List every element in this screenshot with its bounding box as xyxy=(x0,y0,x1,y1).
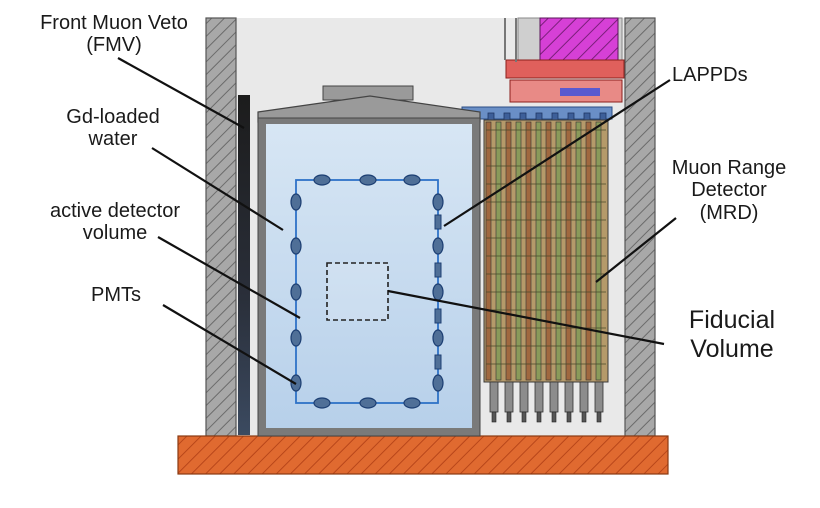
lappd-module-side xyxy=(434,354,442,370)
mrd-scintillator-layer xyxy=(575,121,582,381)
pmt-right xyxy=(432,237,444,255)
pmt-top xyxy=(403,174,421,186)
lappd-module-side xyxy=(434,262,442,278)
mrd-scintillator-layer xyxy=(555,121,562,381)
mrd-pmt-tube xyxy=(564,381,574,413)
mrd-pmt-base xyxy=(581,411,587,423)
mrd-pmt-base xyxy=(551,411,557,423)
right-wall xyxy=(624,17,656,437)
lappd-module-side xyxy=(434,214,442,230)
pmt-right xyxy=(432,329,444,347)
label-mrd: Muon Range Detector (MRD) xyxy=(671,157,787,224)
label-fiducial: Fiducial Volume xyxy=(688,306,776,363)
leader-mrd xyxy=(595,217,677,283)
leader-gd-water xyxy=(151,147,284,231)
pmt-top xyxy=(313,174,331,186)
leader-active-volume xyxy=(157,236,301,319)
mrd-layers xyxy=(485,121,606,381)
mrd-pmt-base xyxy=(536,411,542,423)
mrd-pmt-base xyxy=(506,411,512,423)
pmt-right xyxy=(432,193,444,211)
pmt-bottom xyxy=(359,397,377,409)
label-lappds: LAPPDs xyxy=(672,64,748,86)
mrd-pmt-tube xyxy=(504,381,514,413)
mrd-pmt-tube xyxy=(489,381,499,413)
mrd-pmt-base xyxy=(521,411,527,423)
label-gd-water: Gd-loaded water xyxy=(66,106,160,151)
mrd-pmt-base xyxy=(566,411,572,423)
mrd-scintillator-layer xyxy=(525,121,532,381)
pmt-top xyxy=(359,174,377,186)
electronics-blue-slot xyxy=(560,88,600,96)
pmt-right xyxy=(432,283,444,301)
label-active-volume: active detector volume xyxy=(49,200,181,245)
fiducial-volume-box xyxy=(326,262,389,321)
mrd-scintillator-layer xyxy=(485,121,492,381)
mrd-pmt-bases xyxy=(489,381,604,423)
mrd-scintillator-layer xyxy=(505,121,512,381)
label-fmv: Front Muon Veto (FMV) xyxy=(40,12,188,57)
mrd-pmt-tube xyxy=(549,381,559,413)
mrd-pmt-tube xyxy=(594,381,604,413)
pmt-left xyxy=(290,329,302,347)
mrd-pmt-base xyxy=(596,411,602,423)
pmt-left xyxy=(290,237,302,255)
mrd-pmt-tube xyxy=(519,381,529,413)
pmt-left xyxy=(290,283,302,301)
label-pmts: PMTs xyxy=(91,284,141,306)
lappd-module-side xyxy=(434,308,442,324)
electronics-red-bar xyxy=(505,59,625,79)
leader-fmv xyxy=(117,57,245,129)
pmt-bottom xyxy=(403,397,421,409)
mrd-scintillator-layer xyxy=(515,121,522,381)
electronics-magenta xyxy=(539,17,619,61)
left-wall xyxy=(205,17,237,437)
mrd-scintillator-layer xyxy=(595,121,602,381)
leader-pmts xyxy=(162,304,297,385)
leader-fiducial xyxy=(387,289,665,346)
mrd-pmt-base xyxy=(491,411,497,423)
mrd-scintillator-layer xyxy=(585,121,592,381)
mrd-scintillator-layer xyxy=(565,121,572,381)
mrd-scintillator-layer xyxy=(495,121,502,381)
mrd-scintillator-layer xyxy=(545,121,552,381)
tank-pmts xyxy=(290,174,444,409)
fmv-paddle xyxy=(238,95,250,435)
leader-lappds xyxy=(443,79,671,227)
pmt-right xyxy=(432,374,444,392)
mrd-pmt-tube xyxy=(579,381,589,413)
mrd-pmt-tube xyxy=(534,381,544,413)
pmt-bottom xyxy=(313,397,331,409)
floor-slab xyxy=(177,435,669,475)
leader-lines xyxy=(117,57,677,385)
pmt-left xyxy=(290,193,302,211)
mrd-scintillator-layer xyxy=(535,121,542,381)
